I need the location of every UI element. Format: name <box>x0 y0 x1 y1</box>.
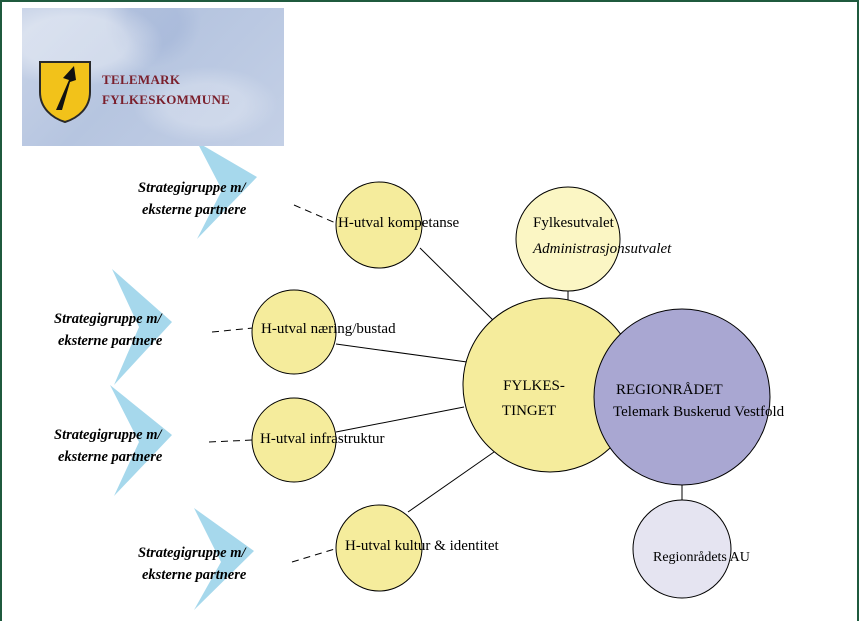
arrow-icon <box>197 142 257 239</box>
strategy-group-line-2: eksterne partnere <box>58 449 163 465</box>
logo-text: TELEMARK FYLKESKOMMUNE <box>102 70 230 110</box>
strategy-group-line-1: Strategigruppe m/ <box>138 545 246 561</box>
link-line <box>419 247 501 328</box>
dashed-link <box>211 327 254 333</box>
arrow-icon <box>110 385 172 496</box>
link-line <box>335 343 468 363</box>
strategy-group-label: Strategigruppe m/ eksterne partnere <box>54 424 162 468</box>
fylkestinget-label-line-1: FYLKES- <box>503 378 565 394</box>
committee-label: H-utval kompetanse <box>338 215 460 231</box>
regionradet-subtitle: Telemark Buskerud Vestfold <box>613 404 785 420</box>
strategy-group-label: Strategigruppe m/ eksterne partnere <box>54 308 162 352</box>
committee-label: H-utval næring/bustad <box>261 321 396 337</box>
regionradet-au-label: Regionrådets AU <box>653 550 750 565</box>
strategy-group-line-1: Strategigruppe m/ <box>138 180 246 196</box>
strategy-group-label: Strategigruppe m/ eksterne partnere <box>138 542 246 586</box>
strategy-group-line-2: eksterne partnere <box>142 202 247 218</box>
committee-node <box>251 397 337 483</box>
administrasjonsutvalet-label: Administrasjonsutvalet <box>533 241 672 257</box>
committee-node <box>335 181 423 269</box>
fylkesutvalet-label: Fylkesutvalet <box>533 215 614 231</box>
committee-label: H-utval kultur & identitet <box>345 538 499 554</box>
strategy-group-line-2: eksterne partnere <box>142 567 247 583</box>
strategy-group-label: Strategigruppe m/ eksterne partnere <box>138 177 246 221</box>
coat-of-arms-icon <box>39 61 91 124</box>
logo-line-2: FYLKESKOMMUNE <box>102 92 231 107</box>
committee-node <box>335 504 423 592</box>
fylkesutvalet-node <box>515 186 621 292</box>
arrow-icon <box>112 269 172 385</box>
regionradet-label: REGIONRÅDET <box>616 382 723 398</box>
dashed-link <box>291 547 339 563</box>
arrow-icon <box>194 508 254 610</box>
strategy-group-line-1: Strategigruppe m/ <box>54 427 162 443</box>
strategy-group-line-2: eksterne partnere <box>58 333 163 349</box>
regionradet-au-node <box>632 499 732 599</box>
telemark-logo: TELEMARK FYLKESKOMMUNE <box>22 8 284 146</box>
dashed-link <box>208 439 254 443</box>
link-line <box>335 406 465 433</box>
committee-node <box>251 289 337 375</box>
logo-line-1: TELEMARK <box>102 72 181 87</box>
fylkestinget-label-line-2: TINGET <box>501 403 557 419</box>
dashed-link <box>293 204 339 225</box>
regionradet-node <box>593 308 771 486</box>
strategy-group-line-1: Strategigruppe m/ <box>54 311 162 327</box>
committee-label: H-utval infrastruktur <box>260 431 385 447</box>
link-line <box>407 451 495 513</box>
